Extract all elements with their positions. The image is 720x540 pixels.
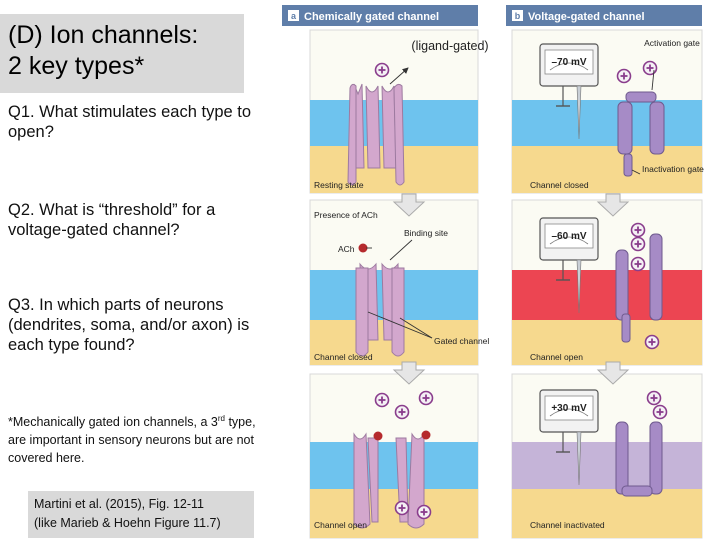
citation-box xyxy=(28,491,254,538)
panel-chemical-open xyxy=(309,373,479,539)
question-3: Q3. In which parts of neurons (dendrites… xyxy=(8,296,250,354)
channel-closed-label-2: Channel closed xyxy=(314,352,373,362)
down-arrows xyxy=(392,193,630,385)
voltmeter-reading-1: –70 mV xyxy=(551,57,586,68)
presence-of-ach-label: Presence of ACh xyxy=(314,210,378,220)
footnote: *Mechanically gated ion channels, a 3rd … xyxy=(8,414,256,466)
panel-chemical-resting xyxy=(309,29,479,194)
pointer-lines xyxy=(366,67,655,339)
voltmeter-reading-2: –60 mV xyxy=(551,231,586,242)
channel-open-label-2: Channel open xyxy=(314,520,367,530)
left-header-letter: a xyxy=(291,11,297,21)
channel-inactivated-label: Channel inactivated xyxy=(530,520,605,530)
right-header-title: Voltage-gated channel xyxy=(528,11,645,23)
ion-channel-figure: a b Chemically gated channel Voltage-gat… xyxy=(282,5,704,539)
binding-site-label: Binding site xyxy=(404,228,448,238)
left-header-title: Chemically gated channel xyxy=(304,11,439,23)
question-2: Q2. What is “threshold” for a voltage-ga… xyxy=(8,201,216,239)
right-header-bar xyxy=(506,5,702,26)
ach-label: ACh xyxy=(338,244,355,254)
panel-chemical-ach xyxy=(309,199,479,366)
panel-voltage-open xyxy=(511,199,703,366)
channel-open-label: Channel open xyxy=(530,352,583,362)
question-1: Q1. What stimulates each type to open? xyxy=(8,103,252,141)
voltmeter-reading-3: +30 mV xyxy=(551,403,587,414)
resting-state-label: Resting state xyxy=(314,180,364,190)
title-box xyxy=(0,14,244,93)
citation: Martini et al. (2015), Fig. 12-11 (like … xyxy=(34,497,221,530)
panel-voltage-closed xyxy=(511,29,703,194)
left-header-bar xyxy=(282,5,478,26)
gated-channel-label: Gated channel xyxy=(434,336,489,346)
inactivation-gate-label: Inactivation gate xyxy=(642,164,704,174)
slide-title: (D) Ion channels: 2 key types* xyxy=(8,21,199,80)
ligand-gated-note: (ligand-gated) xyxy=(411,39,488,53)
panel-voltage-inactivated xyxy=(511,373,703,539)
channel-closed-label: Channel closed xyxy=(530,180,589,190)
activation-gate-label: Activation gate xyxy=(644,38,700,48)
right-header-letter: b xyxy=(515,11,521,21)
